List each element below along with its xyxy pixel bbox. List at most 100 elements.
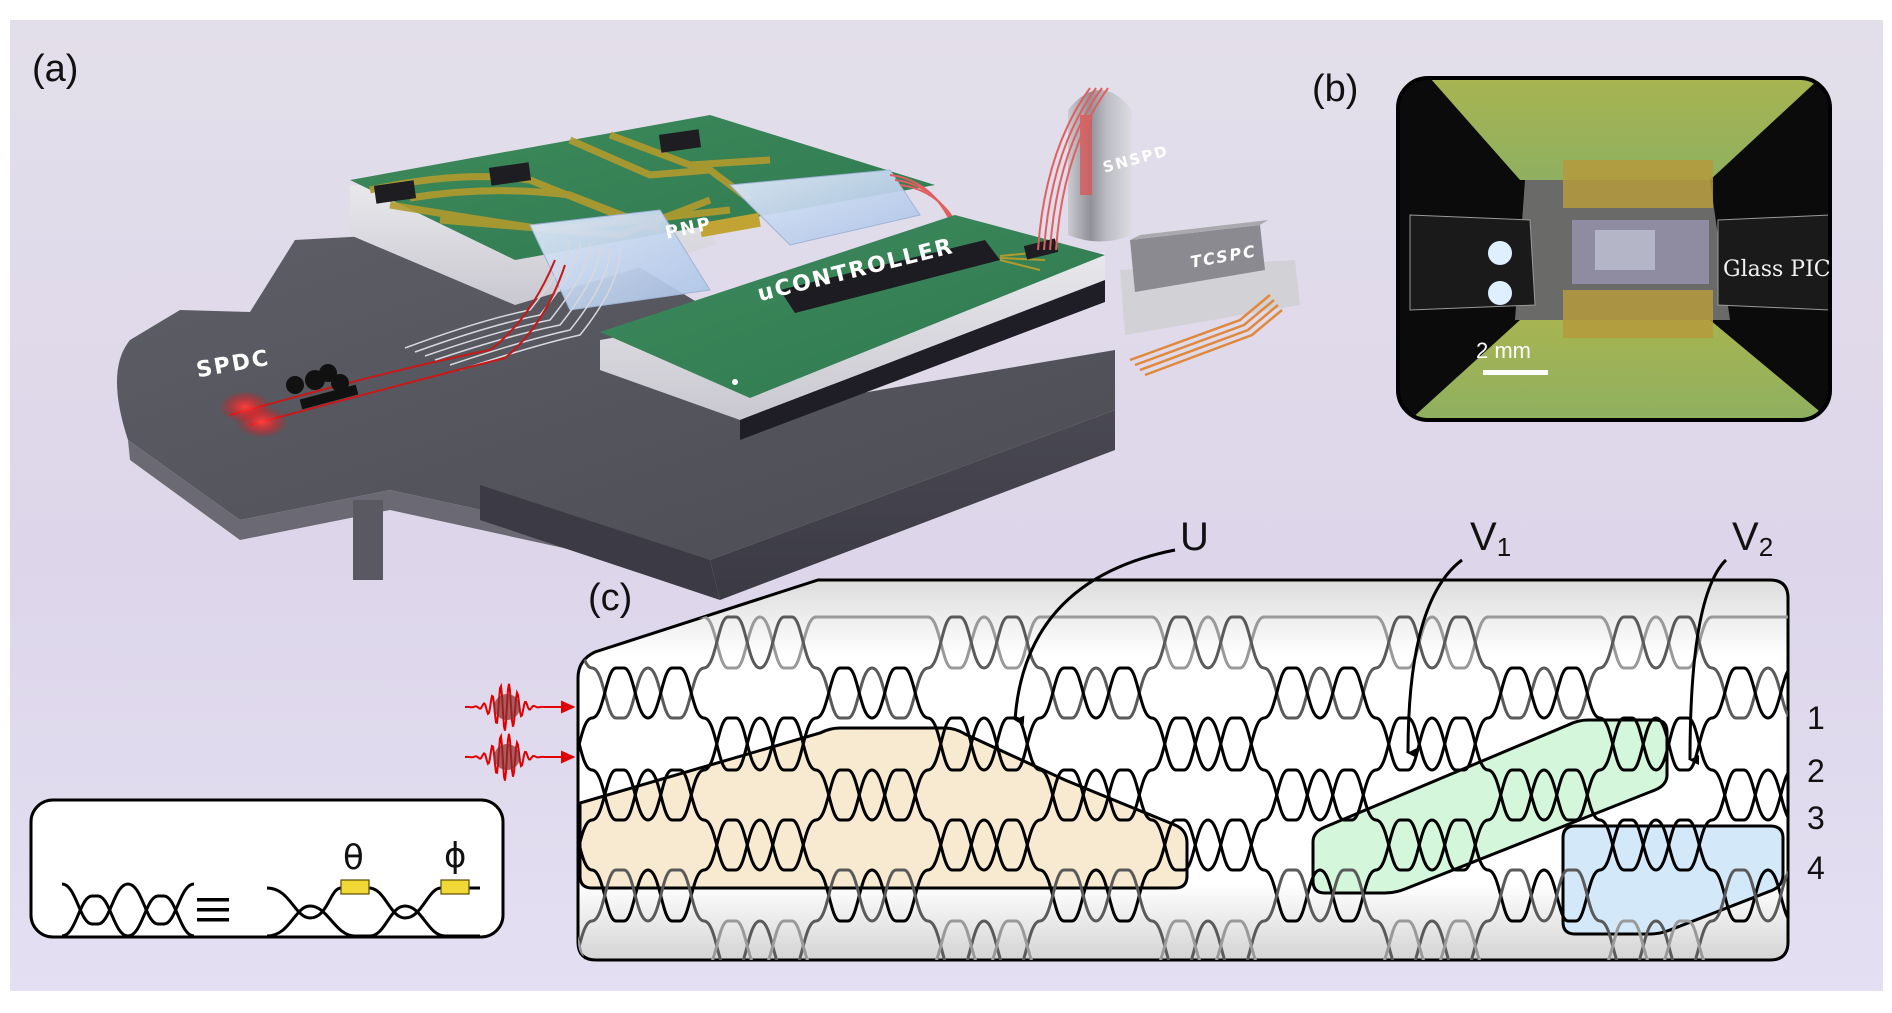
- waveguide-segment: [1207, 615, 1265, 670]
- waveguide-segment: [1375, 919, 1433, 960]
- waveguide-segment: [759, 716, 817, 772]
- waveguide-segment: [1375, 919, 1433, 960]
- operator-u-label: U: [1180, 515, 1209, 559]
- table-leg: [353, 500, 383, 580]
- waveguide-segment: [1487, 868, 1545, 923]
- waveguide-segment: [1543, 868, 1601, 923]
- waveguide-segment: [578, 919, 593, 960]
- waveguide-segment: [703, 818, 761, 872]
- waveguide-segment: [1375, 615, 1433, 670]
- waveguide-segment: [1431, 818, 1489, 872]
- waveguide-segment: [983, 919, 1041, 960]
- waveguide-segment: [927, 919, 985, 960]
- waveguide-segment: [1431, 919, 1489, 960]
- waveguide-segment: [759, 818, 817, 872]
- waveguide-segment: [871, 768, 929, 822]
- waveguide-segment: [480, 617, 536, 668]
- waveguide-segment: [1487, 666, 1545, 720]
- legend-waveguide: [368, 886, 442, 920]
- waveguide-segment: [1207, 716, 1265, 772]
- waveguide-segment: [1599, 716, 1657, 772]
- waveguide-segment: [759, 919, 817, 960]
- waveguide-segment: [759, 615, 817, 670]
- glass-pic-label: Glass PIC: [1723, 257, 1831, 282]
- waveguide-segment: [815, 768, 873, 822]
- waveguide-segment: [1599, 919, 1657, 960]
- phi-label: ϕ: [444, 836, 467, 876]
- waveguide-segment: [703, 615, 761, 670]
- waveguide-segment: [1095, 868, 1153, 923]
- waveguide-segment: [983, 716, 1041, 772]
- waveguide-segment: [1431, 919, 1489, 960]
- waveguide-segment: [1487, 768, 1545, 822]
- waveguide-segment: [1151, 919, 1209, 960]
- waveguide-segment: [1095, 868, 1153, 923]
- waveguide-segment: [1543, 768, 1601, 822]
- legend-waveguide: [61, 882, 129, 926]
- waveguide-segment: [703, 716, 761, 772]
- waveguide-segment: [1655, 919, 1713, 960]
- waveguide-segment: [759, 615, 817, 670]
- waveguide-segment: [927, 615, 985, 670]
- fiber-array-block: [529, 169, 961, 311]
- panel-a-label: (a): [32, 48, 79, 90]
- waveguide-segment: [927, 615, 985, 670]
- waveguide-segment: [1039, 666, 1097, 720]
- waveguide-segment: [927, 716, 985, 772]
- waveguide-segment: [703, 615, 761, 670]
- waveguide-segment: [1767, 666, 1788, 720]
- waveguide-segment: [759, 919, 817, 960]
- waveguide-segment: [1711, 666, 1769, 720]
- legend-waveguide: [61, 894, 129, 938]
- waveguide-segment: [927, 818, 985, 872]
- waveguide-segment: [647, 768, 705, 822]
- port-label-3: 3: [1807, 800, 1825, 836]
- waveguide-segment: [647, 666, 705, 720]
- waveguide-segment: [578, 716, 593, 772]
- waveguide-segment: [1655, 716, 1713, 772]
- port-label-1: 1: [1807, 700, 1825, 736]
- waveguide-segment: [1655, 615, 1713, 670]
- waveguide-segment: [578, 716, 593, 772]
- waveguide-segment: [871, 666, 929, 720]
- port-label-4: 4: [1807, 850, 1825, 886]
- waveguide-segment: [1767, 868, 1788, 923]
- waveguide-segment: [1487, 768, 1545, 822]
- waveguide-segment: [591, 666, 649, 720]
- waveguide-segment: [1207, 818, 1265, 872]
- waveguide-segment: [759, 818, 817, 872]
- waveguide-segment: [591, 768, 649, 822]
- waveguide-segment: [1543, 768, 1601, 822]
- input-photons: [465, 682, 576, 781]
- waveguide-segment: [1263, 868, 1321, 923]
- waveguide-segment: [1039, 768, 1097, 822]
- waveguide-segment: [983, 818, 1041, 872]
- waveguide-segment: [578, 818, 593, 872]
- panel-a-scene: [116, 87, 1300, 600]
- waveguide-segment: [983, 615, 1041, 670]
- theta-label: θ: [343, 838, 364, 878]
- waveguide-segment: [1039, 868, 1097, 923]
- waveguide-segment: [1767, 768, 1788, 822]
- legend-waveguide: [127, 882, 195, 926]
- panel-c-label: (c): [588, 577, 633, 619]
- waveguide-segment: [871, 868, 929, 923]
- waveguide-segment: [591, 868, 649, 923]
- waveguide-segment: [1151, 919, 1209, 960]
- waveguide-segment: [591, 666, 649, 720]
- legend-waveguide: [266, 904, 480, 938]
- waveguide-segment: [578, 818, 593, 872]
- arrow-u: [1013, 548, 1176, 726]
- waveguide-segment: [1431, 716, 1489, 772]
- waveguide-segment: [1095, 666, 1153, 720]
- panel-b-label: (b): [1312, 68, 1359, 110]
- waveguide-segment: [1039, 768, 1097, 822]
- waveguide-segment: [927, 716, 985, 772]
- waveguide-segment: [703, 716, 761, 772]
- operator-v2-label: V2: [1732, 515, 1774, 562]
- waveguide-segment: [1319, 768, 1377, 822]
- waveguide-segment: [1655, 818, 1713, 872]
- waveguide-segment: [815, 666, 873, 720]
- waveguide-segment: [983, 716, 1041, 772]
- panel-c-schematic: [29, 548, 1790, 962]
